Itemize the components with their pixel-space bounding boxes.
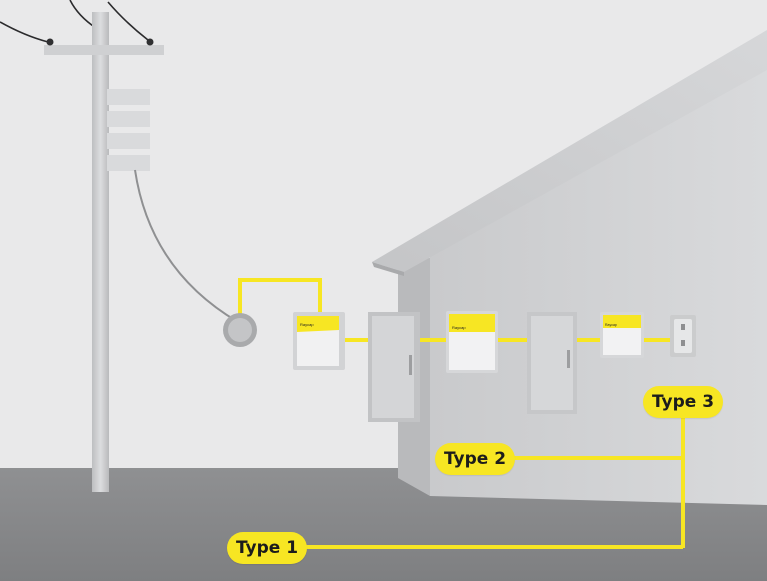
type3-surge-device: Raycap — [600, 312, 644, 358]
wall-outlet — [670, 315, 696, 357]
electric-meter — [223, 313, 257, 347]
brand-label-2: Raycap — [452, 325, 466, 330]
brand-label-3: Raycap — [605, 323, 617, 327]
transformer-fin-2 — [107, 111, 150, 127]
insulator-left — [46, 38, 54, 46]
overhead-wires — [0, 0, 149, 43]
insulator-right — [146, 38, 154, 46]
sub-panel — [527, 312, 577, 414]
type2-surge-device: Raycap — [446, 311, 498, 373]
service-drop-cable — [134, 169, 239, 323]
type1-label: Type 1 — [227, 532, 307, 564]
utility-pole — [44, 12, 239, 492]
meter-loop — [238, 278, 322, 318]
house-roof — [372, 30, 767, 272]
house-front-wall — [430, 60, 767, 505]
house — [372, 30, 767, 505]
main-service-panel — [368, 312, 420, 422]
pole-crossarm — [44, 45, 164, 55]
pole-shaft — [92, 12, 109, 492]
type1-surge-device: Raycap — [293, 312, 345, 370]
type2-label: Type 2 — [435, 443, 515, 475]
brand-label-1: Raycap — [300, 322, 314, 327]
transformer-fin-4 — [107, 155, 150, 171]
transformer-fin-3 — [107, 133, 150, 149]
roof-eave — [372, 262, 404, 276]
type3-label: Type 3 — [643, 386, 723, 418]
transformer-fin-1 — [107, 89, 150, 105]
